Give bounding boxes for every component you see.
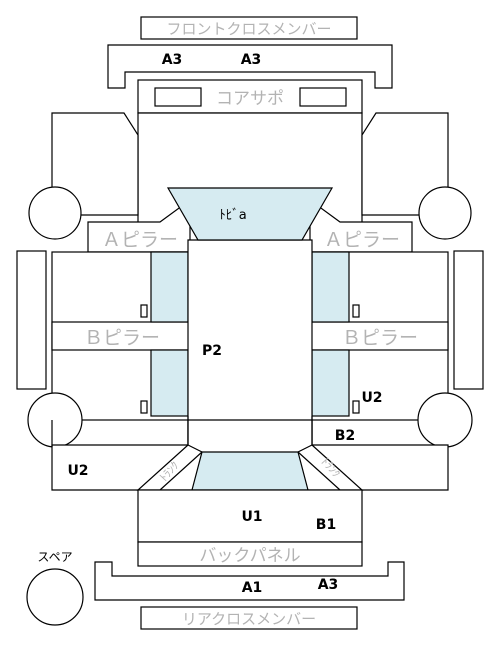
marker-left-front xyxy=(140,304,148,318)
core-support-label: コアサポ xyxy=(216,89,284,109)
rear-left-wheel xyxy=(27,392,83,448)
front-cross-member-part xyxy=(107,44,393,89)
spare-tire xyxy=(26,568,84,626)
rear-window-panel xyxy=(191,451,309,491)
code-p2: P2 xyxy=(202,343,222,359)
marker-left-rear xyxy=(140,400,148,414)
code-a3-rear: A3 xyxy=(318,577,339,593)
left-side-sill xyxy=(16,250,47,390)
front-cross-member-label: フロントクロスメンバー xyxy=(166,20,331,38)
rear-right-wheel xyxy=(417,392,473,448)
code-b2: B2 xyxy=(335,428,355,444)
right-roof-rail-front xyxy=(311,251,350,323)
b-pillar-right-band xyxy=(309,321,449,351)
front-left-wheel xyxy=(28,186,82,240)
roof-top-label: ﾄﾋﾞa xyxy=(219,208,246,223)
marker-right-front xyxy=(352,304,360,318)
right-roof-rail-rear xyxy=(311,349,350,417)
front-cross-member-box xyxy=(140,16,358,40)
front-right-wheel xyxy=(418,186,472,240)
rear-cross-member-label: リアクロスメンバー xyxy=(182,610,316,628)
b-pillar-right-label: Ｂピラー xyxy=(342,327,418,349)
rear-cross-member-box xyxy=(140,606,358,630)
b-pillar-left-label: Ｂピラー xyxy=(84,327,160,349)
rear-cross-member-part xyxy=(94,561,405,601)
a-pillar-right-label: Ａピラー xyxy=(324,229,400,251)
code-a3-front-left: A3 xyxy=(162,52,183,68)
core-support-right-slot xyxy=(299,87,347,107)
code-u2-right: U2 xyxy=(361,390,382,406)
code-u1: U1 xyxy=(241,509,262,525)
spare-label: スペア xyxy=(37,550,72,564)
back-panel-part xyxy=(137,541,363,567)
back-panel-label: バックパネル xyxy=(199,546,300,566)
trunk-lid-part xyxy=(137,489,363,543)
core-support-left-slot xyxy=(154,87,202,107)
code-b1: B1 xyxy=(316,517,336,533)
code-u2-left: U2 xyxy=(67,463,88,479)
marker-right-rear xyxy=(352,400,360,414)
left-roof-rail-front xyxy=(150,251,189,323)
code-a1: A1 xyxy=(242,580,263,596)
code-a3-front-right: A3 xyxy=(241,52,262,68)
left-roof-rail-rear xyxy=(150,349,189,417)
right-side-sill xyxy=(453,250,484,390)
a-pillar-left-label: Ａピラー xyxy=(102,229,178,251)
windshield-panel xyxy=(166,187,334,241)
